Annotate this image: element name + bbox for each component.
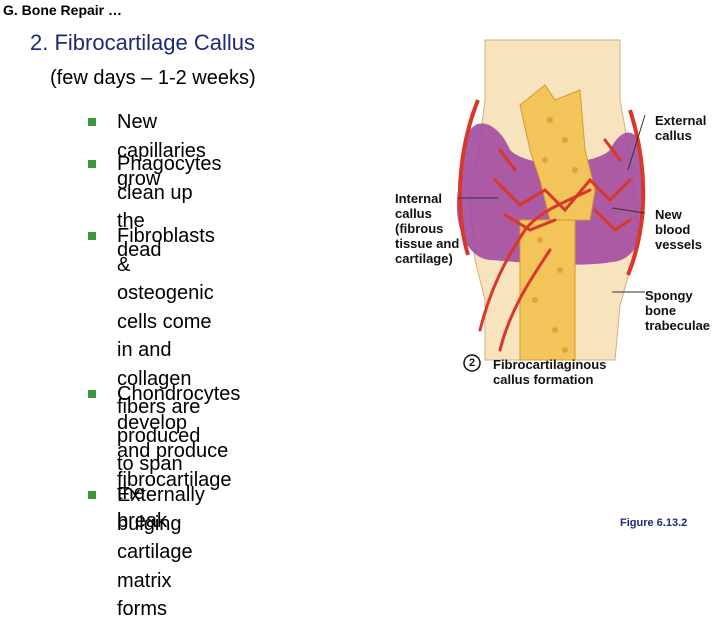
bullet-square-icon xyxy=(88,232,96,240)
bullet-line: cells come in and xyxy=(117,310,212,362)
bullet-square-icon xyxy=(88,390,96,398)
bullet-square-icon xyxy=(88,491,96,499)
label-external-callus: External callus xyxy=(655,113,707,143)
bullet-line: Externally bulging xyxy=(117,484,205,535)
figure-caption: Figure 6.13.2 xyxy=(620,517,688,529)
step-caption: Fibrocartilaginous callus formation xyxy=(493,357,607,387)
label-spongy-bone-trabeculae: Spongy bone trabeculae xyxy=(645,288,711,333)
bullet-line: produced to span the xyxy=(117,424,201,504)
bone-callus-drawing xyxy=(456,39,646,372)
bullet-line: Chondrocytes develop xyxy=(117,383,241,434)
step-number: 2 xyxy=(468,357,476,369)
bullet-line: Phagocytes clean up the xyxy=(117,153,222,232)
fibrocartilage-callus-illustration xyxy=(380,30,720,400)
bullet-square-icon xyxy=(88,118,96,126)
step-number-icon xyxy=(463,354,481,372)
bullet-line: cartilage matrix forms xyxy=(117,541,193,620)
label-new-blood-vessels: New blood vessels xyxy=(655,207,702,252)
bullet-line: fibrocartilage xyxy=(117,468,232,491)
slide-subtitle: (few days – 1-2 weeks) xyxy=(50,67,256,89)
bullet-line: collagen fibers are xyxy=(117,367,201,419)
bullet-square-icon xyxy=(88,160,96,168)
slide-title: 2. Fibrocartilage Callus xyxy=(30,30,255,55)
bullet-line: dead xyxy=(117,238,162,261)
bullet-line: New capillaries grow xyxy=(117,111,206,190)
section-header: G. Bone Repair … xyxy=(3,2,123,18)
bullet-line: and produce xyxy=(117,440,229,462)
bullet-line: Fibroblasts & osteogenic xyxy=(117,225,215,304)
label-internal-callus: Internal callus (fibrous tissue and cart… xyxy=(395,191,460,266)
bullet-line: break xyxy=(117,510,168,532)
